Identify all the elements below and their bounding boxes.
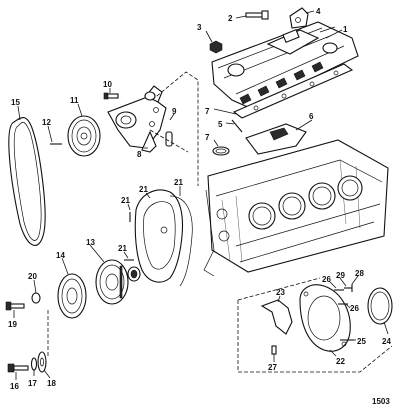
callout-26b: 26 [350, 304, 359, 313]
crankshaft-pulley [57, 273, 87, 319]
callout-2: 2 [228, 14, 233, 23]
bolt-2 [245, 10, 269, 20]
callout-16: 16 [10, 382, 19, 391]
callouts: 1 2 3 4 5 6 7 7 8 9 10 11 12 13 14 15 16… [8, 7, 391, 391]
callout-27: 27 [268, 363, 277, 372]
rear-assembly-dash [237, 300, 393, 373]
o-ring-7 [212, 146, 230, 156]
water-pump-pulley [67, 115, 101, 157]
callout-23: 23 [276, 288, 285, 297]
timing-cover [134, 189, 184, 283]
callout-22: 22 [336, 357, 345, 366]
callout-4: 4 [316, 7, 321, 16]
callout-18: 18 [47, 379, 56, 388]
callout-21d: 21 [118, 244, 127, 253]
timing-cover-gasket [169, 195, 193, 287]
drive-belt [8, 116, 46, 246]
pump-leader-dash [151, 71, 199, 186]
callout-14: 14 [56, 251, 65, 260]
callout-25: 25 [357, 337, 366, 346]
bolt-10 [103, 92, 119, 100]
callout-28: 28 [355, 269, 364, 278]
callout-21c: 21 [121, 196, 130, 205]
pin-27 [271, 345, 277, 355]
callout-20: 20 [28, 272, 37, 281]
front-seal [127, 266, 141, 282]
leader-lines [13, 15, 389, 380]
intake-manifold [211, 21, 359, 109]
pump-leader-dash-2 [149, 129, 189, 153]
callout-6: 6 [309, 112, 314, 121]
callout-26a: 26 [322, 275, 331, 284]
engine-block [203, 139, 389, 277]
washer-18 [37, 351, 47, 373]
rear-main-seal [367, 287, 393, 325]
callout-8: 8 [137, 150, 142, 159]
water-pump [107, 85, 167, 153]
valley-cover [245, 123, 307, 155]
bracket-4 [289, 7, 309, 29]
nut-3 [209, 40, 223, 54]
callout-15: 15 [11, 98, 20, 107]
callout-7a: 7 [205, 107, 210, 116]
callout-11: 11 [70, 96, 79, 105]
callout-9: 9 [172, 107, 177, 116]
callout-1: 1 [343, 25, 348, 34]
callout-19: 19 [8, 320, 17, 329]
washer-17 [30, 357, 38, 371]
washer-20 [31, 292, 41, 304]
callout-5: 5 [218, 120, 223, 129]
callout-3: 3 [197, 23, 202, 32]
callout-12: 12 [42, 118, 51, 127]
callout-21b: 21 [174, 178, 183, 187]
callout-13: 13 [86, 238, 95, 247]
callout-10: 10 [103, 80, 112, 89]
callout-7b: 7 [205, 133, 210, 142]
callout-24: 24 [382, 337, 391, 346]
screw-21 [124, 212, 134, 261]
water-pump-gasket-9 [144, 91, 173, 147]
rear-seal-gasket [260, 299, 293, 335]
callout-29: 29 [336, 271, 345, 280]
figure-number: 1503 [372, 397, 390, 406]
stud-5 [231, 119, 243, 133]
bolt-19 [5, 301, 25, 311]
rear-seal-housing [299, 284, 351, 352]
harmonic-balancer [95, 259, 129, 305]
bolt-16 [7, 363, 29, 373]
intake-gasket [232, 63, 354, 119]
rear-assembly-dash-2 [237, 277, 321, 301]
callout-17: 17 [28, 379, 37, 388]
callout-21a: 21 [139, 185, 148, 194]
